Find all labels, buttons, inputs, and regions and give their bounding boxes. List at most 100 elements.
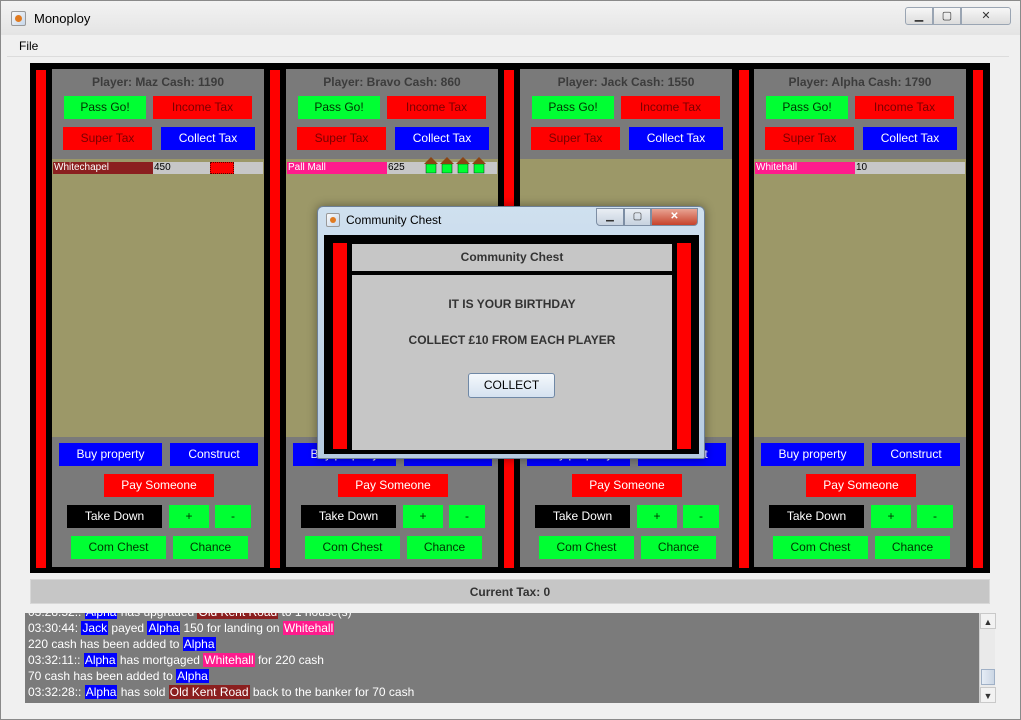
- player-panel-header: Player: Maz Cash: 1190 Pass Go! Income T…: [52, 69, 264, 159]
- current-tax-bar: Current Tax: 0: [30, 579, 990, 604]
- pass-go-button[interactable]: Pass Go!: [766, 96, 848, 119]
- income-tax-button[interactable]: Income Tax: [855, 96, 954, 119]
- pay-someone-button[interactable]: Pay Someone: [806, 474, 916, 497]
- take-down-button[interactable]: Take Down: [301, 505, 396, 528]
- pass-go-button[interactable]: Pass Go!: [298, 96, 380, 119]
- log-text: 03:28:52::: [28, 613, 85, 619]
- super-tax-button[interactable]: Super Tax: [297, 127, 386, 150]
- buy-property-button[interactable]: Buy property: [59, 443, 162, 466]
- take-down-button[interactable]: Take Down: [535, 505, 630, 528]
- income-tax-button[interactable]: Income Tax: [387, 96, 486, 119]
- take-down-button[interactable]: Take Down: [769, 505, 864, 528]
- log-text: 03:30:44:: [28, 621, 82, 635]
- dialog-maximize-button[interactable]: ▢: [624, 208, 651, 226]
- scroll-up-icon[interactable]: ▲: [980, 613, 996, 629]
- log-text: has upgraded: [117, 613, 197, 619]
- dialog-minimize-button[interactable]: ▁: [596, 208, 624, 226]
- pass-go-button[interactable]: Pass Go!: [532, 96, 614, 119]
- log-line: 220 cash has been added to Alpha: [28, 636, 216, 652]
- dialog-body: Community Chest IT IS YOUR BIRTHDAY COLL…: [324, 235, 699, 454]
- super-tax-button[interactable]: Super Tax: [765, 127, 854, 150]
- pay-someone-button[interactable]: Pay Someone: [338, 474, 448, 497]
- scroll-thumb[interactable]: [981, 669, 995, 685]
- property-name: Whitehall: [755, 162, 855, 174]
- log-highlight: Alpha: [84, 613, 118, 619]
- log-text: 220 cash has been added to: [28, 637, 183, 651]
- houses-icon: [424, 157, 486, 174]
- scroll-down-icon[interactable]: ▼: [980, 687, 996, 703]
- chance-button[interactable]: Chance: [641, 536, 716, 559]
- log-text: to 1 house(s): [278, 613, 352, 619]
- collect-tax-button[interactable]: Collect Tax: [395, 127, 489, 150]
- log-text: 150 for landing on: [180, 621, 283, 635]
- log-highlight: Whitehall: [203, 653, 255, 667]
- dialog-close-button[interactable]: ✕: [651, 208, 698, 226]
- community-chest-dialog: Community Chest ▁ ▢ ✕ Community Chest IT…: [317, 206, 705, 459]
- log-highlight: Whitehall: [282, 621, 335, 635]
- log-scrollbar[interactable]: ▲ ▼: [979, 613, 996, 703]
- log-highlight: Alpha: [84, 685, 118, 699]
- com-chest-button[interactable]: Com Chest: [71, 536, 166, 559]
- income-tax-button[interactable]: Income Tax: [153, 96, 252, 119]
- minus-button[interactable]: -: [215, 505, 251, 528]
- construct-button[interactable]: Construct: [170, 443, 258, 466]
- property-row[interactable]: Whitehall 10: [755, 162, 965, 174]
- menu-file[interactable]: File: [19, 39, 39, 53]
- take-down-button[interactable]: Take Down: [67, 505, 162, 528]
- income-tax-button[interactable]: Income Tax: [621, 96, 720, 119]
- super-tax-button[interactable]: Super Tax: [63, 127, 152, 150]
- card-content: IT IS YOUR BIRTHDAY COLLECT £10 FROM EAC…: [352, 275, 672, 450]
- dialog-stripe-right: [677, 243, 691, 449]
- property-row[interactable]: Pall Mall 625: [287, 157, 497, 174]
- com-chest-button[interactable]: Com Chest: [305, 536, 400, 559]
- plus-button[interactable]: +: [169, 505, 209, 528]
- chance-button[interactable]: Chance: [407, 536, 482, 559]
- collect-tax-button[interactable]: Collect Tax: [863, 127, 957, 150]
- pay-someone-button[interactable]: Pay Someone: [104, 474, 214, 497]
- property-value: 450: [154, 162, 171, 173]
- log-highlight: Alpha: [147, 621, 181, 635]
- log-highlight: Alpha: [176, 669, 209, 683]
- dialog-header: Community Chest: [352, 244, 672, 271]
- pass-go-button[interactable]: Pass Go!: [64, 96, 146, 119]
- card-line-2: COLLECT £10 FROM EACH PLAYER: [408, 333, 616, 347]
- log-line: 03:32:11:: Alpha has mortgaged Whitehall…: [28, 652, 324, 668]
- pay-someone-button[interactable]: Pay Someone: [572, 474, 682, 497]
- chance-button[interactable]: Chance: [875, 536, 950, 559]
- super-tax-button[interactable]: Super Tax: [531, 127, 620, 150]
- java-app-icon: [326, 213, 340, 227]
- minus-button[interactable]: -: [917, 505, 953, 528]
- chance-button[interactable]: Chance: [173, 536, 248, 559]
- log-line: 70 cash has been added to Alpha: [28, 668, 209, 684]
- construct-button[interactable]: Construct: [872, 443, 960, 466]
- collect-tax-button[interactable]: Collect Tax: [629, 127, 723, 150]
- separator-stripe: [739, 70, 749, 568]
- property-area: [52, 159, 264, 437]
- property-name: Pall Mall: [287, 162, 387, 174]
- collect-tax-button[interactable]: Collect Tax: [161, 127, 255, 150]
- minimize-button[interactable]: ▁: [905, 7, 933, 25]
- plus-button[interactable]: +: [871, 505, 911, 528]
- dialog-title: Community Chest: [346, 213, 442, 227]
- property-area: [754, 159, 966, 437]
- java-app-icon: [11, 11, 26, 26]
- buy-property-button[interactable]: Buy property: [761, 443, 864, 466]
- close-button[interactable]: ✕: [961, 7, 1011, 25]
- property-row[interactable]: Whitechapel 450: [53, 162, 263, 174]
- plus-button[interactable]: +: [403, 505, 443, 528]
- log-line: 03:32:28:: Alpha has sold Old Kent Road …: [28, 684, 414, 700]
- minus-button[interactable]: -: [683, 505, 719, 528]
- card-line-1: IT IS YOUR BIRTHDAY: [448, 297, 576, 311]
- maximize-button[interactable]: ▢: [933, 7, 961, 25]
- player-status: Player: Jack Cash: 1550: [557, 75, 695, 89]
- com-chest-button[interactable]: Com Chest: [539, 536, 634, 559]
- player-status: Player: Maz Cash: 1190: [91, 75, 225, 89]
- minus-button[interactable]: -: [449, 505, 485, 528]
- player-status: Player: Alpha Cash: 1790: [788, 75, 932, 89]
- log-text: 03:32:11::: [28, 653, 84, 667]
- plus-button[interactable]: +: [637, 505, 677, 528]
- collect-button[interactable]: COLLECT: [468, 373, 555, 398]
- separator-stripe: [36, 70, 46, 568]
- com-chest-button[interactable]: Com Chest: [773, 536, 868, 559]
